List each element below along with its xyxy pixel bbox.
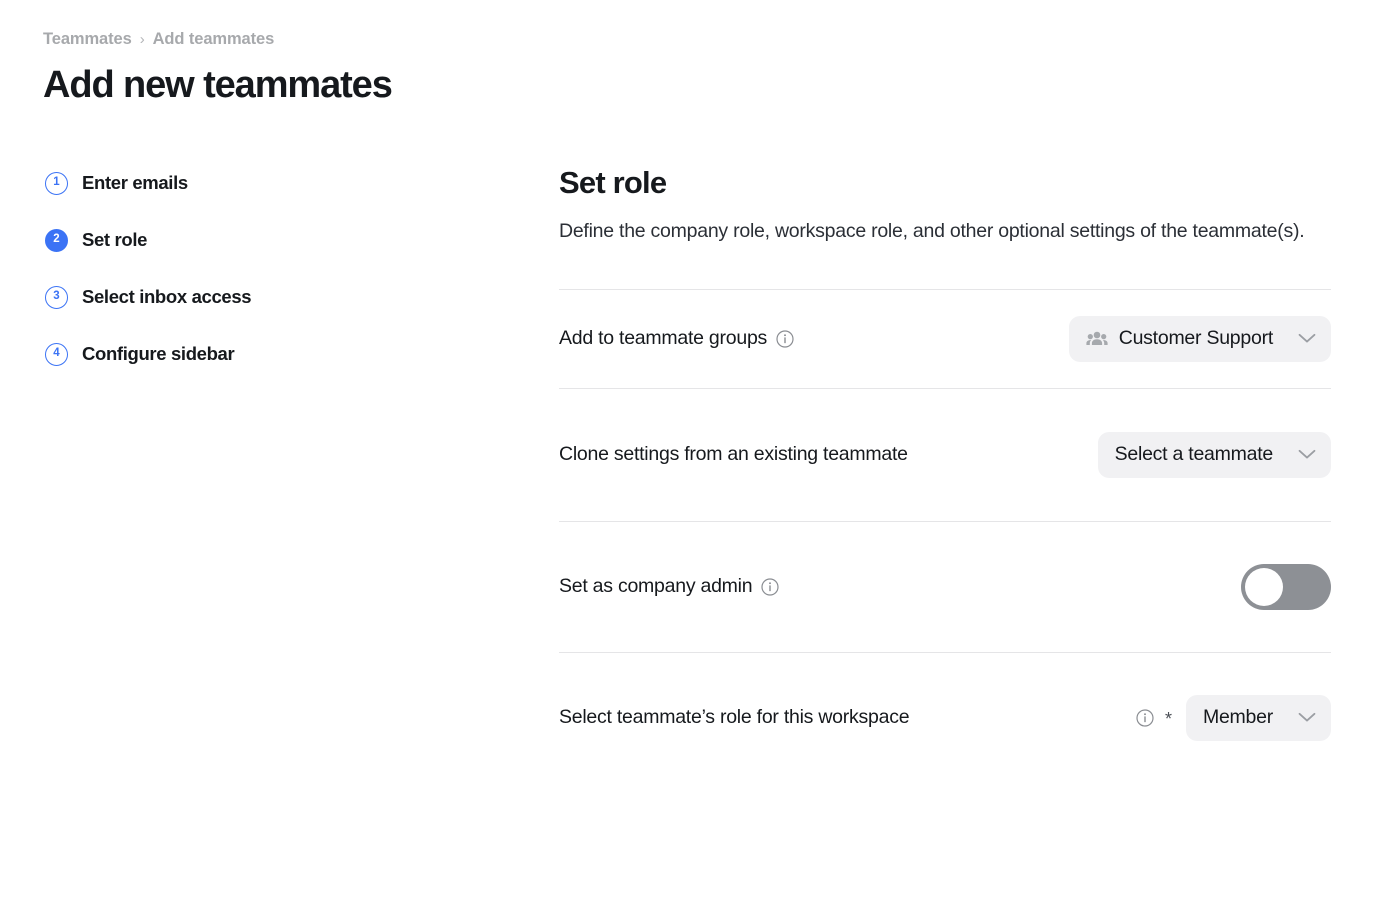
step-number-badge-2: 2 xyxy=(45,228,68,252)
steps-rail: 1 Enter emails 2 Set role 3 Select inbox… xyxy=(45,166,465,394)
divider xyxy=(559,651,1331,653)
step-item-enter-emails[interactable]: 1 Enter emails xyxy=(45,166,465,200)
row-label-clone-settings: Clone settings from an existing teammate xyxy=(559,441,908,469)
page-header: Teammates › Add teammates Add new teamma… xyxy=(43,30,943,106)
step-item-set-role[interactable]: 2 Set role xyxy=(45,223,465,257)
step-number-badge-1: 1 xyxy=(45,171,68,195)
set-role-panel: Set role Define the company role, worksp… xyxy=(559,165,1331,783)
row-company-admin: Set as company admin xyxy=(559,522,1331,652)
row-clone-settings: Clone settings from an existing teammate… xyxy=(559,389,1331,521)
teammate-groups-dropdown[interactable]: Customer Support xyxy=(1068,315,1331,362)
row-label-workspace-role: Select teammate’s role for this workspac… xyxy=(559,704,910,732)
label-text-company-admin: Set as company admin xyxy=(559,574,753,597)
row-teammate-groups: Add to teammate groups xyxy=(559,290,1331,388)
divider xyxy=(559,387,1331,389)
row-workspace-role: Select teammate’s role for this workspac… xyxy=(559,653,1331,783)
info-circle-icon[interactable] xyxy=(1136,709,1154,727)
breadcrumb-separator-icon: › xyxy=(139,31,145,48)
info-circle-icon[interactable] xyxy=(761,578,779,596)
step-label-set-role: Set role xyxy=(82,229,148,250)
chevron-down-icon xyxy=(1298,449,1316,460)
row-label-company-admin: Set as company admin xyxy=(559,573,779,601)
toggle-knob xyxy=(1245,567,1283,606)
divider xyxy=(559,520,1331,522)
chevron-down-icon xyxy=(1298,333,1316,344)
chevron-down-icon xyxy=(1298,712,1316,723)
step-label-enter-emails: Enter emails xyxy=(82,172,188,193)
teammate-groups-value: Customer Support xyxy=(1118,327,1274,350)
label-text-clone-settings: Clone settings from an existing teammate xyxy=(559,442,908,465)
workspace-role-value: Member xyxy=(1202,706,1273,729)
row-control-clone-settings: Select a teammate xyxy=(1097,431,1331,478)
breadcrumb-item-add-teammates[interactable]: Add teammates xyxy=(152,30,275,48)
breadcrumb-item-teammates[interactable]: Teammates xyxy=(43,30,132,48)
panel-title: Set role xyxy=(559,165,667,200)
required-asterisk: * xyxy=(1164,708,1172,729)
step-number-badge-4: 4 xyxy=(45,342,68,366)
company-admin-toggle[interactable] xyxy=(1241,563,1331,610)
step-item-configure-sidebar[interactable]: 4 Configure sidebar xyxy=(45,337,465,371)
clone-teammate-dropdown[interactable]: Select a teammate xyxy=(1097,431,1331,478)
row-control-teammate-groups: Customer Support xyxy=(1068,315,1331,362)
panel-description: Define the company role, workspace role,… xyxy=(559,220,1305,243)
row-label-teammate-groups: Add to teammate groups xyxy=(559,325,794,353)
info-circle-icon[interactable] xyxy=(776,330,794,348)
label-text-workspace-role: Select teammate’s role for this workspac… xyxy=(559,705,910,728)
clone-teammate-placeholder: Select a teammate xyxy=(1114,443,1274,466)
people-group-icon xyxy=(1086,330,1108,348)
row-control-company-admin xyxy=(1241,563,1331,610)
label-text-teammate-groups: Add to teammate groups xyxy=(559,326,768,349)
step-label-configure-sidebar: Configure sidebar xyxy=(82,343,235,364)
divider xyxy=(559,288,1331,290)
step-label-select-inbox-access: Select inbox access xyxy=(82,286,252,307)
row-control-workspace-role: * Member xyxy=(1136,694,1331,741)
page-title: Add new teammates xyxy=(43,64,393,106)
step-number-badge-3: 3 xyxy=(45,285,68,309)
workspace-role-dropdown[interactable]: Member xyxy=(1185,694,1331,741)
breadcrumb: Teammates › Add teammates xyxy=(43,30,943,49)
step-item-select-inbox-access[interactable]: 3 Select inbox access xyxy=(45,280,465,314)
